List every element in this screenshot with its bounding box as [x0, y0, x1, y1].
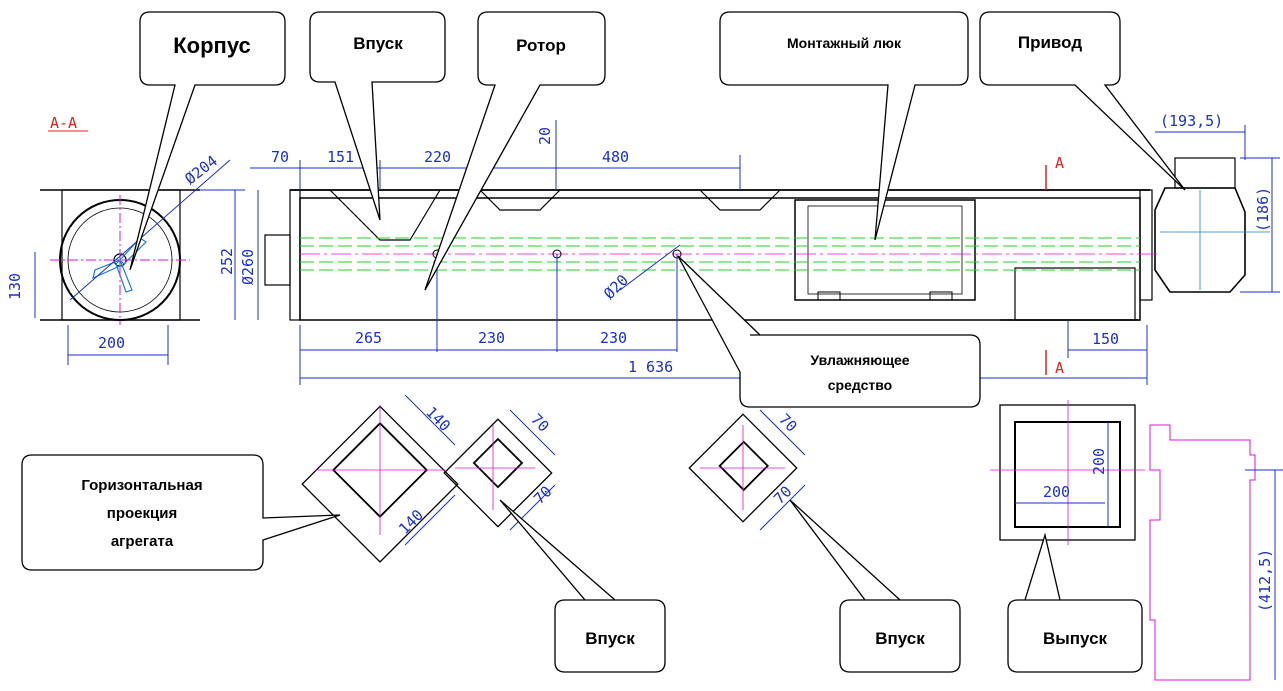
section-marker-top: A: [1055, 154, 1064, 172]
label-proj-line3: агрегата: [111, 533, 174, 550]
callout-vypusk: Выпуск: [1007, 532, 1143, 673]
section-view-aa: A-A 200 130 252 Ø204: [6, 114, 245, 365]
dim-70-b: 70: [530, 482, 556, 508]
callout-montazh: Монтажный люк: [719, 11, 969, 241]
label-uvl-line1: Увлажняющее: [810, 352, 909, 368]
dim-1636: 1 636: [628, 358, 673, 376]
dim-230-a: 230: [478, 329, 505, 347]
dim-20-vert: 20: [536, 127, 554, 145]
dim-200-v: 200: [1090, 448, 1108, 475]
dim-220: 220: [424, 148, 451, 166]
dim-150: 150: [1092, 330, 1119, 348]
dim-200-h: 200: [1043, 483, 1070, 501]
callout-privod: Привод: [979, 11, 1186, 191]
label-uvl-line2: средство: [828, 377, 892, 393]
label-montazh: Монтажный люк: [787, 35, 902, 51]
label-proj-line1: Горизонтальная: [81, 477, 202, 494]
dim-d260: Ø260: [239, 249, 257, 285]
label-rotor: Ротор: [516, 36, 566, 55]
dim-252: 252: [218, 248, 236, 275]
dim-d204: Ø204: [181, 152, 221, 188]
dim-70-c: 70: [775, 410, 801, 436]
callout-korpus: Корпус: [129, 11, 286, 271]
label-vpusk-left: Впуск: [585, 629, 635, 648]
label-vpusk-right: Впуск: [875, 629, 925, 648]
dim-265: 265: [355, 329, 382, 347]
callout-vpusk-right: Впуск: [789, 499, 961, 673]
section-label-aa: A-A: [50, 114, 77, 132]
dim-193-5: (193,5): [1160, 112, 1223, 130]
label-proj-line2: проекция: [107, 505, 177, 522]
section-marker-bottom: A: [1055, 359, 1064, 377]
callout-rotor: Ротор: [424, 11, 606, 291]
dim-186: (186): [1254, 187, 1272, 232]
callout-vpusk-left: Впуск: [499, 499, 666, 673]
dim-230-b: 230: [600, 329, 627, 347]
dim-480: 480: [602, 148, 629, 166]
callout-proj: Горизонтальная проекция агрегата: [21, 454, 341, 571]
dim-130: 130: [6, 273, 24, 300]
label-vypusk: Выпуск: [1043, 629, 1108, 648]
dim-d20: Ø20: [600, 271, 632, 303]
dim-70-d: 70: [770, 482, 796, 508]
dim-200: 200: [98, 334, 125, 352]
label-privod: Привод: [1018, 33, 1082, 52]
label-vpusk-top: Впуск: [353, 34, 403, 53]
callout-uvl: Увлажняющее средство: [677, 255, 981, 408]
dim-140-a: 140: [422, 403, 454, 435]
callout-vpusk-top: Впуск: [309, 11, 446, 221]
dim-412-5: (412,5): [1256, 549, 1274, 612]
dim-70-top: 70: [271, 148, 289, 166]
dim-151: 151: [327, 148, 354, 166]
dim-140-b: 140: [395, 506, 427, 538]
label-korpus: Корпус: [173, 33, 251, 58]
dim-70-a: 70: [527, 410, 553, 436]
